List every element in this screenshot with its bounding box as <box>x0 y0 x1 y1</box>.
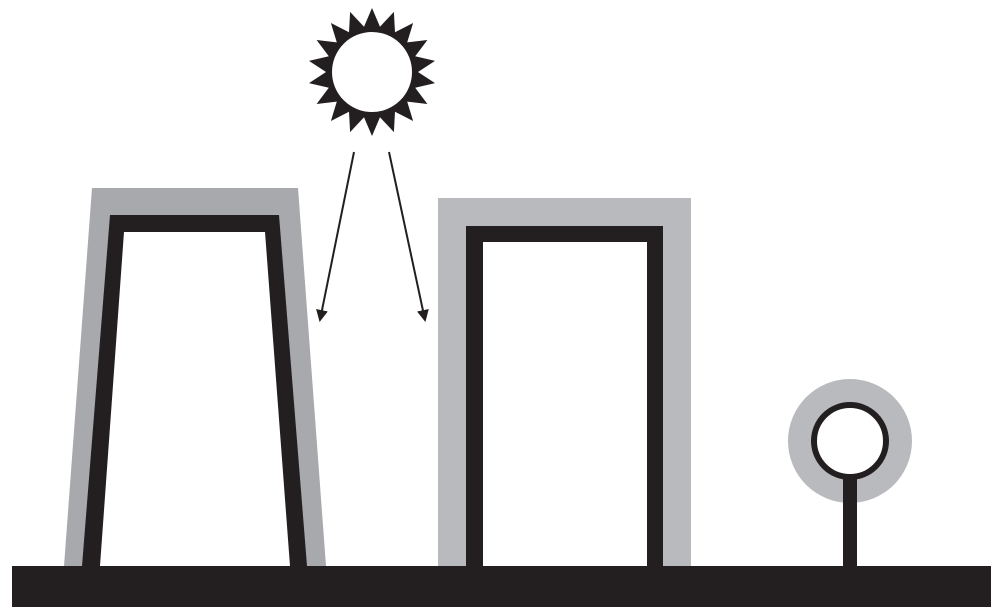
light-arrow-left <box>316 151 355 322</box>
lamp-pole <box>843 470 857 566</box>
tapered-building <box>64 188 326 566</box>
rectangular-building-interior <box>483 242 647 566</box>
light-arrow-right <box>388 151 429 322</box>
ground <box>12 566 991 607</box>
tapered-building-interior <box>100 232 290 566</box>
sun-icon <box>309 8 435 136</box>
lamp-post <box>788 379 912 566</box>
lamp-bulb <box>811 402 889 480</box>
light-arrows <box>316 151 429 322</box>
sun-disc <box>328 28 416 116</box>
rectangular-building <box>438 198 691 566</box>
